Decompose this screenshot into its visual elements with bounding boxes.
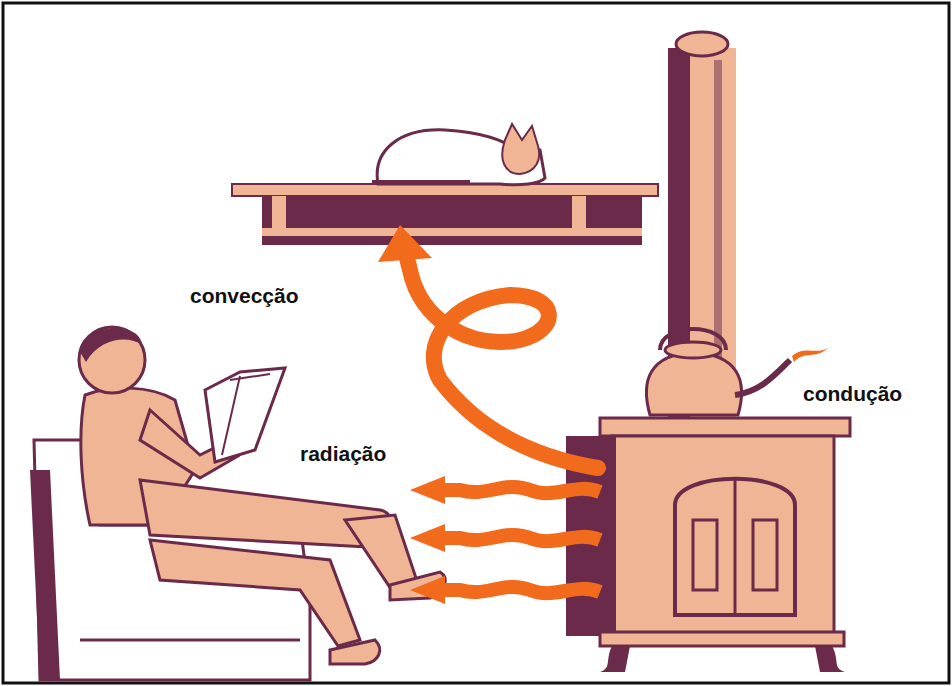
shelf-plank [232,184,658,196]
heat-transfer-label: radiação [300,442,386,465]
stove-body [612,436,834,636]
arrow-head [378,225,432,262]
pipe-cap [676,32,728,56]
radiation-wave [440,587,600,593]
shelf-bracket [272,196,286,232]
frame-border [3,3,949,683]
stove-base [600,632,844,646]
arrow-head [410,576,445,604]
kettle-spout [735,360,790,395]
pipe-seam [714,60,722,360]
door-panel [753,520,777,590]
heat-transfer-label: condução [803,382,902,405]
stove-leg [600,646,630,672]
cat-head [502,124,539,174]
stove-leg [815,646,845,672]
arrow-head [410,524,445,552]
newspaper [205,368,285,462]
man-foot [330,640,380,664]
man-head [79,327,145,393]
chair-shadow [30,470,60,680]
door-split [734,478,737,615]
wall-shelf [232,184,658,245]
convection-arrow [378,225,598,468]
arrow-head [410,476,445,504]
stove-door [675,479,795,615]
shelf-bracket [572,196,586,232]
convection-path [405,250,598,468]
steam [792,348,828,362]
man-other-leg [150,540,360,646]
chair-seam [80,639,300,642]
door-panel [693,520,717,590]
radiation-wave [440,487,600,493]
reading-man [79,327,445,664]
newspaper-fold [222,376,240,455]
radiation-wave [440,535,600,541]
wood-stove [566,418,850,672]
kettle-lid [665,342,721,358]
heat-transfer-label: convecção [190,284,299,307]
cat-tail [372,180,470,184]
stove-top [600,418,850,436]
shelf-shadow [262,195,642,245]
man-hair [80,328,142,362]
radiation-arrows [410,476,600,604]
shelf-board [262,228,642,236]
kettle-handle [660,329,726,350]
cat [372,124,545,185]
kettle [646,329,828,415]
kettle-body [646,352,741,415]
newspaper-line [230,374,270,380]
